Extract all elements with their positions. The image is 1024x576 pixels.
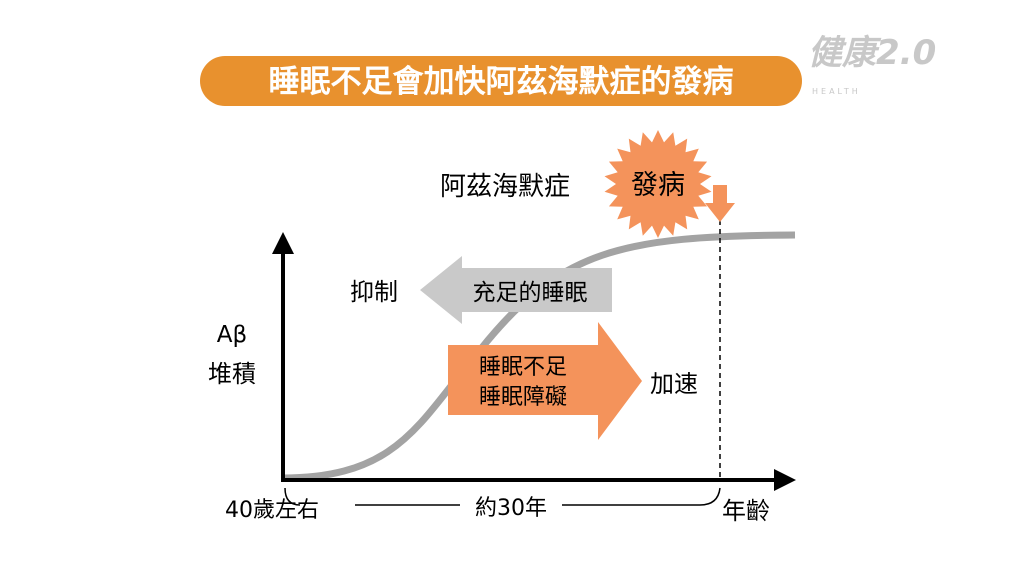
disease-label: 阿茲海默症 (440, 172, 570, 202)
x-axis-label: 年齡 (722, 497, 770, 525)
y-axis-arrowhead (272, 232, 294, 254)
bad-sleep-line2: 睡眠障礙 (479, 385, 567, 410)
suppress-label: 抑制 (350, 278, 398, 306)
y-axis-label-line2: 堆積 (208, 360, 256, 388)
duration-label: 約30年 (475, 496, 547, 521)
good-sleep-arrow (420, 256, 612, 324)
onset-label: 發病 (631, 170, 685, 201)
down-arrow-icon (705, 185, 735, 222)
bad-sleep-line1: 睡眠不足 (479, 355, 567, 380)
y-axis-label-line1: Aβ (217, 322, 247, 348)
title: 睡眠不足會加快阿茲海默症的發病 (269, 64, 734, 100)
duration-brace (284, 487, 721, 506)
logo-text: 健康2.0 (808, 33, 936, 73)
x-axis-arrowhead (774, 469, 796, 491)
bad-sleep-arrow (448, 322, 642, 440)
onset-burst (604, 130, 712, 238)
good-sleep-label: 充足的睡眠 (473, 280, 588, 306)
logo-sub: HEALTH (812, 87, 861, 96)
start-age-label: 40歲左右 (225, 498, 319, 523)
abeta-curve (282, 231, 796, 482)
logo: 健康2.0 HEALTH (808, 33, 936, 96)
title-banner (200, 56, 802, 106)
accelerate-label: 加速 (650, 370, 698, 398)
